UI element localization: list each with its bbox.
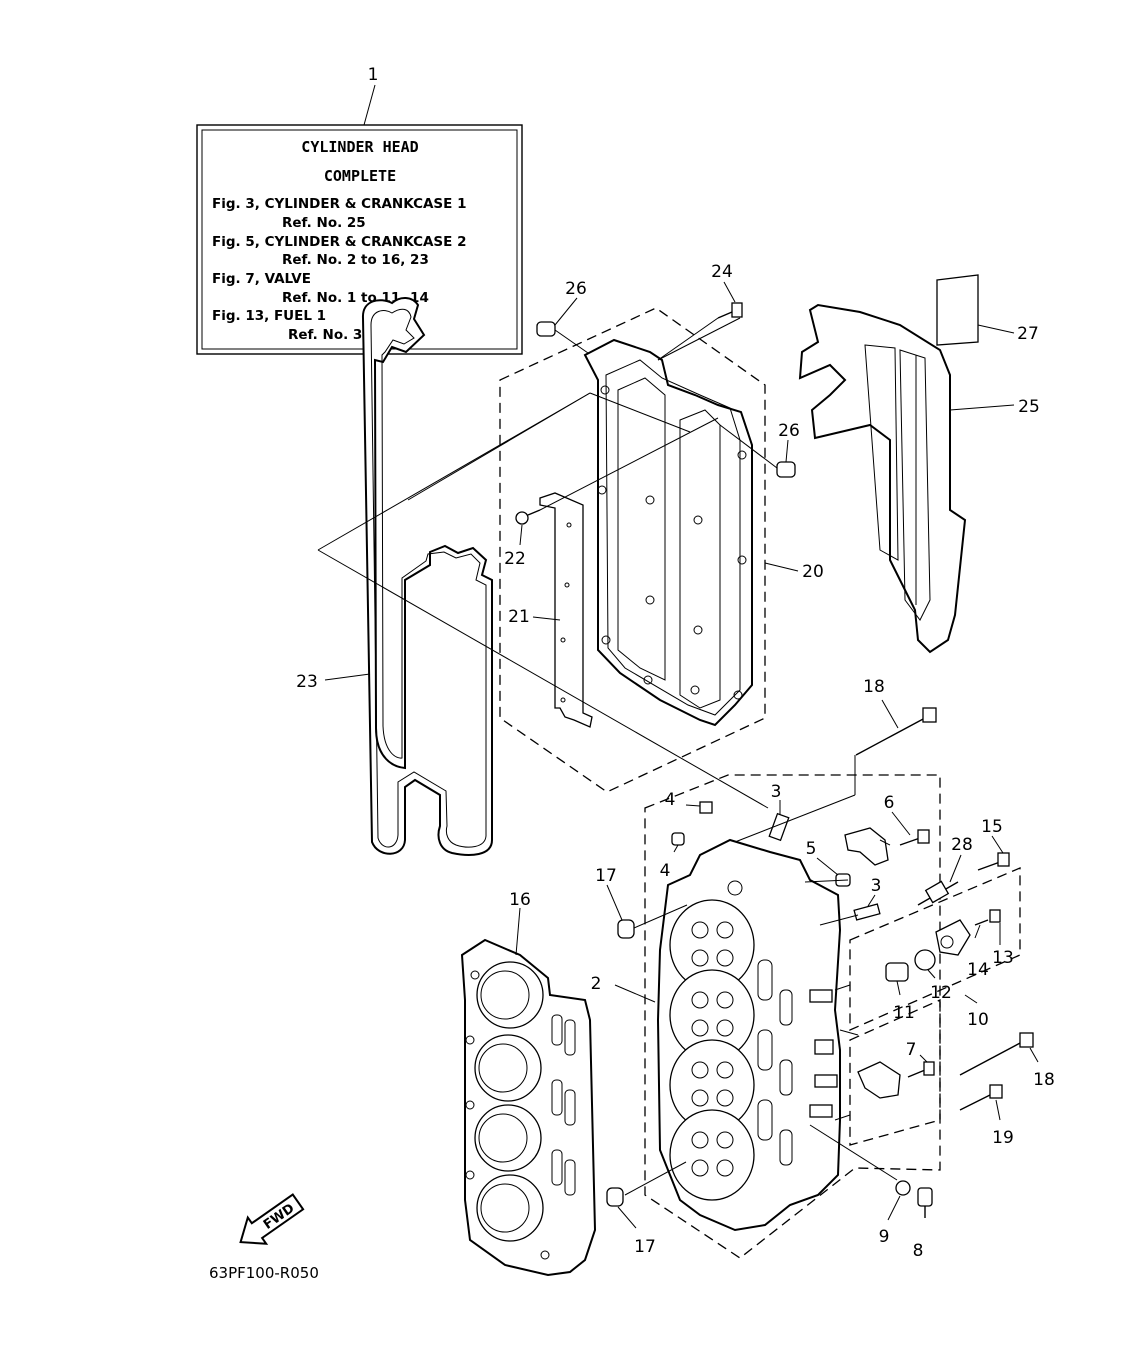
caution-label — [936, 274, 979, 346]
info-box-title-2: COMPLETE — [324, 167, 396, 185]
callout-27: 27 — [1017, 324, 1039, 344]
callout-4a: 4 — [665, 790, 676, 810]
drain-bolt-8 — [917, 1187, 933, 1218]
callout-7: 7 — [906, 1040, 917, 1060]
callout-1: 1 — [368, 65, 379, 85]
bolt-19 — [959, 1084, 1003, 1111]
plug-4a — [685, 801, 713, 814]
grommet-26b — [776, 461, 796, 478]
callout-18a: 18 — [863, 677, 885, 697]
fasteners-top — [515, 302, 796, 525]
dowel-3a — [768, 812, 790, 842]
callout-11: 11 — [893, 1003, 915, 1023]
cover-gasket — [361, 297, 493, 856]
callout-14: 14 — [967, 960, 989, 980]
callout-24: 24 — [711, 262, 733, 282]
callout-19: 19 — [992, 1128, 1014, 1148]
dowel-3b — [853, 903, 881, 921]
info-box-line: Fig. 7, VALVE — [212, 271, 311, 287]
info-box: CYLINDER HEAD COMPLETE Fig. 3, CYLINDER … — [196, 65, 523, 355]
diagram-code: 63PF100-R050 — [209, 1264, 319, 1282]
callout-10: 10 — [967, 1010, 989, 1030]
dowel-17a — [617, 919, 635, 939]
callout-26a: 26 — [565, 279, 587, 299]
cover-gasket-strip — [539, 492, 593, 728]
callout-2: 2 — [591, 974, 602, 994]
dowel-17b — [606, 1187, 624, 1207]
callout-6: 6 — [884, 793, 895, 813]
callout-5: 5 — [806, 839, 817, 859]
callout-3b: 3 — [871, 876, 882, 896]
callout-12: 12 — [930, 983, 952, 1003]
cylinder-head-cover — [583, 338, 753, 727]
bracket-7 — [857, 1061, 901, 1099]
callout-9: 9 — [879, 1227, 890, 1247]
cylinder-head — [656, 838, 842, 1232]
callout-13: 13 — [992, 948, 1014, 968]
callout-20: 20 — [802, 562, 824, 582]
grommet-26a — [536, 321, 556, 337]
callout-15: 15 — [981, 817, 1003, 837]
bolt-22 — [515, 509, 541, 525]
info-box-line: Ref. No. 2 to 16, 23 — [282, 252, 429, 268]
callout-4b: 4 — [660, 861, 671, 881]
head-small-parts — [606, 707, 1034, 1218]
plug-4b — [671, 832, 685, 846]
callout-17b: 17 — [634, 1237, 656, 1257]
callout-18b: 18 — [1033, 1070, 1055, 1090]
info-box-line: Fig. 3, CYLINDER & CRANKCASE 1 — [212, 196, 466, 212]
bolt-6 — [899, 829, 930, 846]
callout-17a: 17 — [595, 866, 617, 886]
head-gasket — [460, 938, 597, 1277]
callouts: 26 24 27 25 26 22 20 21 23 18 4 3 6 15 4… — [296, 262, 1055, 1261]
callout-16: 16 — [509, 890, 531, 910]
callout-22: 22 — [504, 549, 526, 569]
info-box-line: Ref. No. 25 — [282, 215, 366, 231]
bolt-18b — [959, 1032, 1034, 1076]
info-box-line: Fig. 13, FUEL 1 — [212, 308, 326, 324]
thermostat-cover-10 — [885, 909, 1001, 982]
info-box-title-1: CYLINDER HEAD — [301, 138, 418, 156]
info-box-line: Fig. 5, CYLINDER & CRANKCASE 2 — [212, 234, 466, 250]
assembly-outlines — [499, 307, 1021, 1259]
bolt-24 — [717, 302, 743, 319]
fwd-arrow: FWD — [239, 1193, 305, 1245]
callout-21: 21 — [508, 607, 530, 627]
washer-9 — [895, 1180, 911, 1196]
bolt-18a — [855, 707, 937, 756]
callout-28: 28 — [951, 835, 973, 855]
info-box-line: Ref. No. 36 — [288, 327, 372, 343]
spark-plug-28 — [917, 880, 959, 906]
callout-3a: 3 — [771, 782, 782, 802]
cover-plate — [798, 303, 967, 654]
bolt-15 — [977, 852, 1010, 871]
callout-26b: 26 — [778, 421, 800, 441]
leader-lines — [317, 317, 898, 1196]
callout-8: 8 — [913, 1241, 924, 1261]
bracket-6 — [844, 827, 889, 866]
bolt-7 — [907, 1061, 935, 1078]
callout-25: 25 — [1018, 397, 1040, 417]
callout-23: 23 — [296, 672, 318, 692]
